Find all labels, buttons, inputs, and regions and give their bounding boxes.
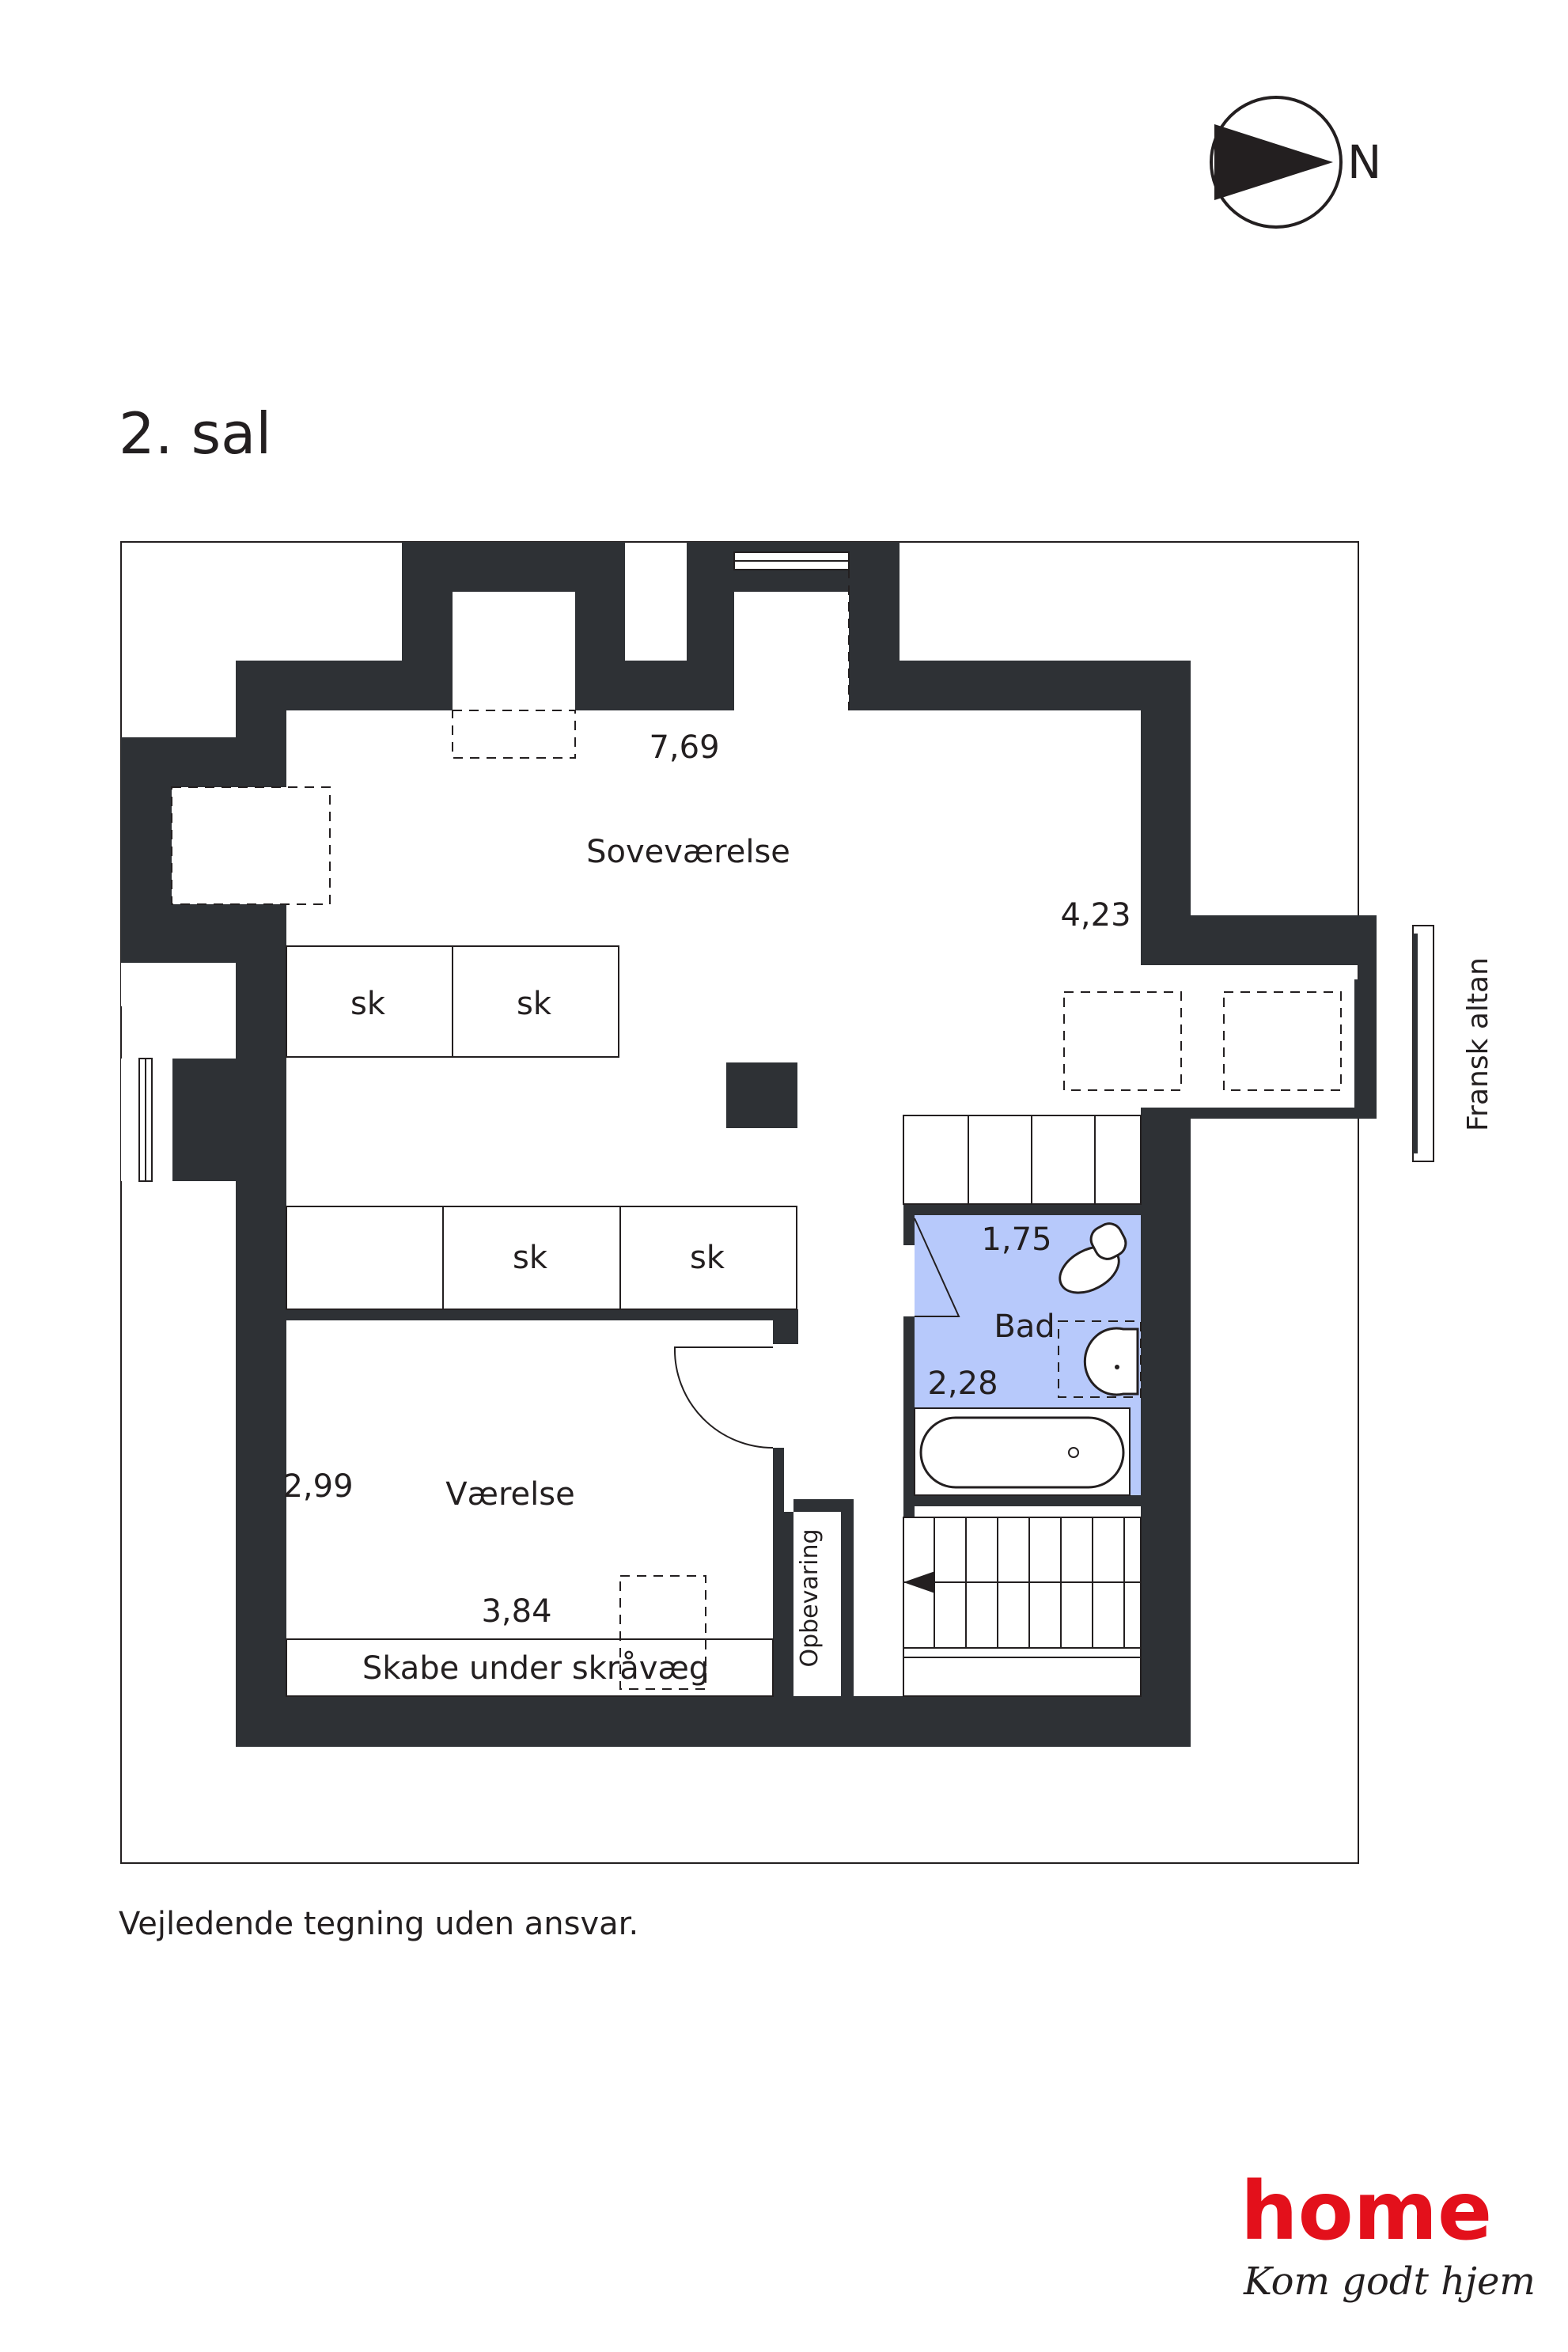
storage-left-wall bbox=[784, 1512, 793, 1696]
stair-wall-left bbox=[903, 1506, 915, 1517]
outer-wall bbox=[121, 542, 1377, 1747]
disclaimer: Vejledende tegning uden ansvar. bbox=[119, 1906, 638, 1942]
bath-depth: 2,28 bbox=[927, 1365, 998, 1402]
skylight-room bbox=[619, 1575, 706, 1690]
french-balcony: Fransk altan bbox=[1412, 925, 1494, 1162]
balcony-label: Fransk altan bbox=[1462, 957, 1494, 1131]
bath-bottom-wall bbox=[903, 1495, 1141, 1506]
left-notch-upper bbox=[172, 787, 286, 904]
floor-title: 2. sal bbox=[119, 400, 271, 467]
compass-label: N bbox=[1347, 135, 1381, 189]
toilet-icon bbox=[1059, 1222, 1127, 1294]
slope-cupboards bbox=[286, 1638, 774, 1697]
skylight-right-2 bbox=[1223, 991, 1342, 1091]
bath-name: Bad bbox=[994, 1309, 1055, 1345]
left-notch-lower bbox=[121, 963, 236, 1006]
closet-label-3: sk bbox=[513, 1240, 548, 1276]
skylight-top bbox=[452, 710, 576, 759]
room-depth: 2,99 bbox=[282, 1468, 353, 1505]
skylight-left bbox=[171, 786, 331, 905]
bath-left-wall-bottom bbox=[903, 1316, 915, 1506]
bath-door-swing bbox=[914, 1218, 960, 1317]
bath-width: 1,75 bbox=[981, 1221, 1051, 1258]
stair-arrow-icon bbox=[903, 1571, 935, 1593]
storage-top-wall bbox=[793, 1499, 841, 1512]
walls bbox=[121, 542, 1377, 1747]
room-width: 3,84 bbox=[481, 1593, 551, 1630]
sink-icon bbox=[1058, 1320, 1142, 1398]
closets-top bbox=[286, 945, 619, 1058]
bedroom-name: Soveværelse bbox=[586, 834, 790, 870]
brand-logo: home Kom godt hjem bbox=[1240, 2165, 1536, 2304]
bathtub-icon bbox=[914, 1407, 1131, 1496]
logo-wordmark: home bbox=[1240, 2165, 1492, 2259]
stairs-upper bbox=[903, 1115, 1142, 1205]
compass-arrow-icon bbox=[1214, 124, 1333, 200]
bedroom-width: 7,69 bbox=[649, 729, 719, 766]
closet-label-2: sk bbox=[517, 986, 552, 1022]
interior-walls bbox=[286, 1062, 1141, 1696]
stairs-lower bbox=[903, 1517, 1142, 1697]
storage-right-wall bbox=[841, 1499, 854, 1696]
closets-bottom bbox=[286, 1206, 797, 1310]
closet-label-1: sk bbox=[350, 986, 386, 1022]
bedroom-depth: 4,23 bbox=[1060, 897, 1131, 934]
logo-tagline: Kom godt hjem bbox=[1243, 2259, 1536, 2304]
skylight-right-1 bbox=[1063, 991, 1182, 1091]
closet-label-4: sk bbox=[690, 1240, 725, 1276]
bath-top-wall bbox=[903, 1204, 1141, 1215]
room-name: Værelse bbox=[445, 1476, 574, 1513]
compass: N bbox=[1210, 96, 1381, 229]
slope-cupboards-label: Skabe under skråvæg bbox=[362, 1650, 709, 1687]
storage-label: Opbevaring bbox=[796, 1528, 824, 1667]
room-door-swing bbox=[673, 1346, 774, 1449]
chimney bbox=[726, 1062, 797, 1128]
room-right-wall bbox=[773, 1448, 784, 1696]
room-top-wall bbox=[286, 1309, 773, 1320]
room-door-jamb bbox=[773, 1309, 798, 1344]
